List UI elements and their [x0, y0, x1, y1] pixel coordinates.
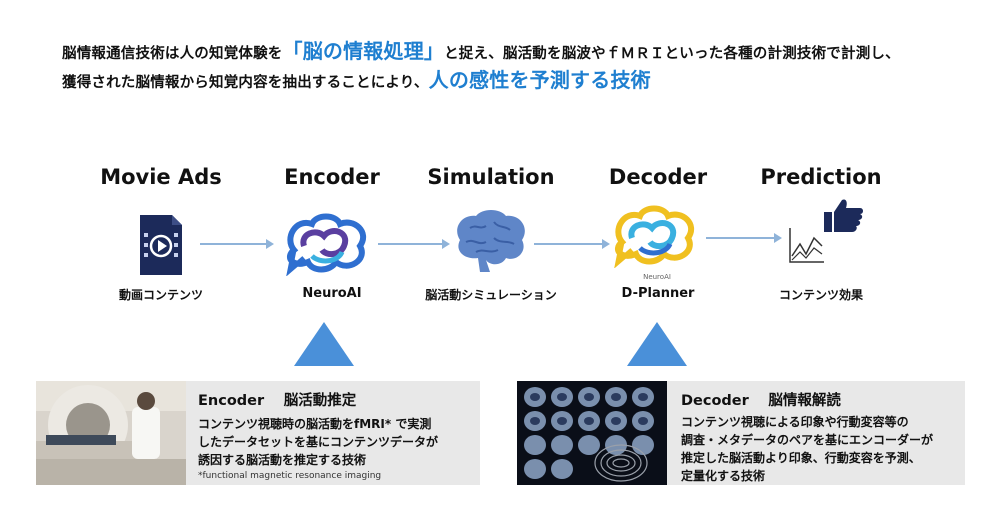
stage-title-movie-ads: Movie Ads [100, 165, 222, 189]
intro-line-1-start: 脳情報通信技術は人の知覚体験を [62, 46, 283, 62]
dplanner-logo-icon [614, 205, 695, 268]
decoder-panel-line: 定量化する技術 [681, 469, 766, 483]
encoder-panel-line: したデータセットを基にコンテンツデータが [198, 435, 439, 449]
decoder-pointer-triangle [627, 322, 687, 366]
flow-arrow-ads-to-encoder [200, 239, 274, 249]
video-file-icon [140, 215, 182, 275]
encoder-pointer-triangle [294, 322, 354, 366]
stage-label-neuroai: NeuroAI [302, 286, 362, 301]
intro-highlight-predict-sensibility: 人の感性を予測する技術 [428, 68, 651, 92]
thumbs-up-icon [824, 199, 863, 232]
mri-scan-photo [36, 381, 186, 485]
encoder-panel-line: コンテンツ視聴時の脳活動をfMRI* で実測 [198, 417, 432, 431]
neuroai-logo-icon [286, 213, 367, 276]
decoder-panel-body: コンテンツ視聴による印象や行動変容等の 調査・メタデータのペアを基にエンコーダー… [681, 413, 933, 485]
stage-title-encoder: Encoder [284, 165, 380, 189]
encoder-panel-title: Encoder 脳活動推定 [198, 393, 357, 409]
stage-label-brain-simulation: 脳活動シミュレーション [425, 288, 557, 302]
intro-line-2: 獲得された脳情報から知覚内容を抽出することにより、人の感性を予測する技術 [62, 67, 962, 96]
stage-label-content-effect: コンテンツ効果 [778, 288, 863, 302]
intro-text: 脳情報通信技術は人の知覚体験を「脳の情報処理」と捉え、脳活動を脳波やｆＭＲＩとい… [62, 38, 962, 96]
stage-label-dplanner: D-Planner [621, 286, 695, 301]
intro-highlight-brain-processing: 「脳の情報処理」 [282, 39, 445, 63]
intro-line-1-end: と捉え、脳活動を脳波やｆＭＲＩといった各種の計測技術で計測し、 [444, 46, 900, 62]
stage-label-video-content: 動画コンテンツ [118, 288, 203, 302]
line-chart-icon [789, 228, 824, 263]
decoder-panel-title: Decoder 脳情報解読 [681, 393, 841, 409]
stage-title-prediction: Prediction [760, 165, 882, 189]
stage-title-simulation: Simulation [427, 165, 555, 189]
brain-icon [457, 210, 525, 272]
decoder-panel-line: コンテンツ視聴による印象や行動変容等の [681, 415, 909, 429]
encoder-panel-footnote: *functional magnetic resonance imaging [198, 471, 382, 481]
encoder-panel: Encoder 脳活動推定 コンテンツ視聴時の脳活動をfMRI* で実測 したデ… [36, 381, 480, 485]
decoder-panel-line: 調査・メタデータのペアを基にエンコーダーが [681, 433, 934, 447]
stage-title-decoder: Decoder [608, 165, 708, 189]
brain-scan-grid-image [517, 381, 667, 485]
flow-arrow-encoder-to-simulation [378, 239, 450, 249]
intro-line-2-start: 獲得された脳情報から知覚内容を抽出することにより、 [62, 75, 429, 91]
decoder-panel-line: 推定した脳活動より印象、行動変容を予測、 [681, 451, 921, 465]
decoder-panel: Decoder 脳情報解読 コンテンツ視聴による印象や行動変容等の 調査・メタデ… [517, 381, 965, 485]
flow-arrow-decoder-to-prediction [706, 233, 782, 243]
encoder-panel-body: コンテンツ視聴時の脳活動をfMRI* で実測 したデータセットを基にコンテンツデ… [198, 415, 438, 469]
flow-arrow-simulation-to-decoder [534, 239, 610, 249]
encoder-panel-line: 誘因する脳活動を推定する技術 [198, 453, 367, 467]
dplanner-sublabel: NeuroAI [643, 273, 671, 281]
intro-line-1: 脳情報通信技術は人の知覚体験を「脳の情報処理」と捉え、脳活動を脳波やｆＭＲＩとい… [62, 38, 962, 67]
